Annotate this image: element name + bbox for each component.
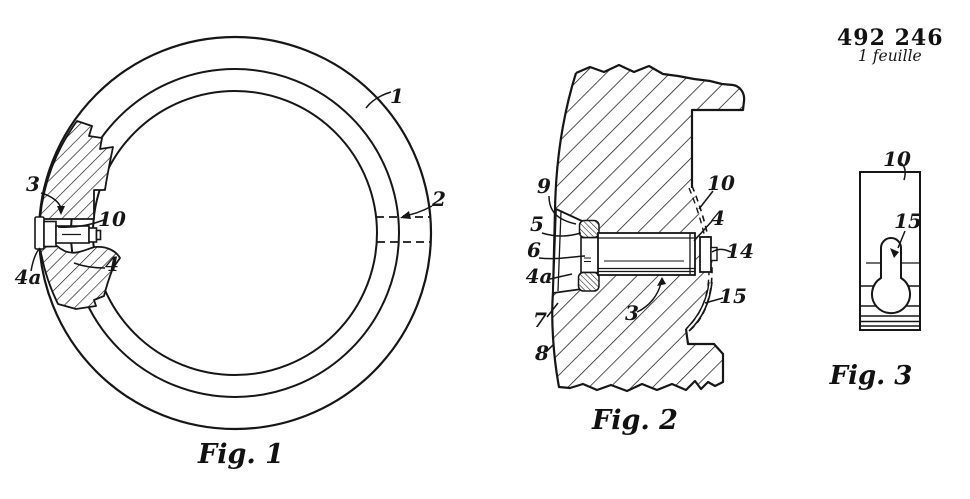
fig3-caption: Fig. 3 <box>829 361 913 391</box>
fig1-label-2: 2 <box>431 187 446 211</box>
fig2-leader-14 <box>711 248 732 253</box>
fig3-label-10: 10 <box>883 147 911 171</box>
fig1-label-1: 1 <box>390 84 404 108</box>
patent-number: 492 246 <box>837 25 944 51</box>
fig2-leader-5 <box>541 232 582 237</box>
fig3-keyhole-slot <box>871 237 911 315</box>
fig1-lug-hatch-upper <box>39 120 114 220</box>
fig1-leader-4 <box>73 262 106 269</box>
fig2-bolt <box>552 207 718 295</box>
fig1-bolt-head <box>43 220 57 248</box>
fig1-leader-3-arrowhead <box>57 206 65 215</box>
sheet-header: 492 246 1 feuille <box>837 25 944 65</box>
fig2-retainer-tab <box>710 246 718 262</box>
fig1-bolt <box>34 216 102 250</box>
fig2-label-14: 14 <box>726 239 754 263</box>
fig1-label-4: 4 <box>105 252 119 276</box>
fig3-leader-15 <box>897 230 906 249</box>
fig2-leader-4a <box>549 273 573 280</box>
fig2-label-3: 3 <box>625 301 639 325</box>
fig2-label-10: 10 <box>707 171 735 195</box>
fig2-ring-wall-outer-solid <box>688 281 713 332</box>
fig2-ring-wall-inner-solid <box>685 281 710 330</box>
sheet-note: 1 feuille <box>858 47 922 65</box>
fig2-label-9: 9 <box>537 174 551 198</box>
fig2-leader-9 <box>548 195 577 225</box>
fig3-leader-15-arrowhead <box>890 248 899 258</box>
fig1-leader-4a <box>30 247 41 272</box>
fig2-caption: Fig. 2 <box>591 405 678 436</box>
fig2-bolt-neck-steps <box>584 257 591 263</box>
fig2-label-5: 5 <box>530 212 544 236</box>
fig2-label-7: 7 <box>533 308 547 332</box>
fig2-bolt-head-section-top <box>578 219 600 239</box>
fig1-ring-middle-circle <box>70 68 400 398</box>
fig1-bolt-nut <box>88 227 98 243</box>
fig2-label-6: 6 <box>527 238 541 262</box>
fig1-label-4a: 4a <box>15 265 42 289</box>
fig1-label-3: 3 <box>26 172 40 196</box>
fig1-leader-10 <box>57 219 105 228</box>
fig2-leader-10 <box>698 190 714 210</box>
fig2-bolt-shaft-lines <box>598 233 695 275</box>
fig2-block-hatch <box>552 65 745 391</box>
fig3-leader-10 <box>900 162 906 181</box>
fig2-leader-3-arrowhead <box>657 277 666 286</box>
figure-2: 9 5 6 4a 7 8 3 10 4 14 15 Fig. 2 <box>526 63 754 436</box>
fig2-leader-8 <box>545 344 554 353</box>
fig1-ring-inner-circle <box>92 90 378 376</box>
fig2-leader-6 <box>538 255 586 260</box>
fig2-label-8: 8 <box>534 341 549 365</box>
fig2-label-15: 15 <box>719 284 747 308</box>
fig1-caption: Fig. 1 <box>197 439 284 470</box>
fig1-label-10: 10 <box>98 207 126 231</box>
fig1-bolt-tip <box>95 229 102 241</box>
figure-3: 10 15 Fig. 3 <box>829 147 922 391</box>
fig1-leader-2-arrowhead <box>400 211 411 219</box>
fig3-label-15: 15 <box>894 209 922 233</box>
fig2-retainer-plate <box>699 236 712 273</box>
fig2-leader-7 <box>546 302 559 318</box>
fig2-leader-3 <box>636 282 662 313</box>
fig2-leader-15 <box>704 297 724 304</box>
fig1-lug-hatch-lower <box>39 245 121 310</box>
fig2-bolt-neck <box>580 236 600 274</box>
fig1-leader-1 <box>365 91 392 109</box>
fig2-label-4: 4 <box>711 206 725 230</box>
fig1-bolt-flange <box>34 216 45 250</box>
figure-1: 3 10 4a 4 1 2 Fig. 1 <box>15 35 446 470</box>
fig2-bolt-head-section-bottom <box>577 271 600 292</box>
fig2-block-outline <box>551 63 746 393</box>
fig2-leader-4 <box>693 220 713 242</box>
fig2-label-4a: 4a <box>526 264 553 288</box>
